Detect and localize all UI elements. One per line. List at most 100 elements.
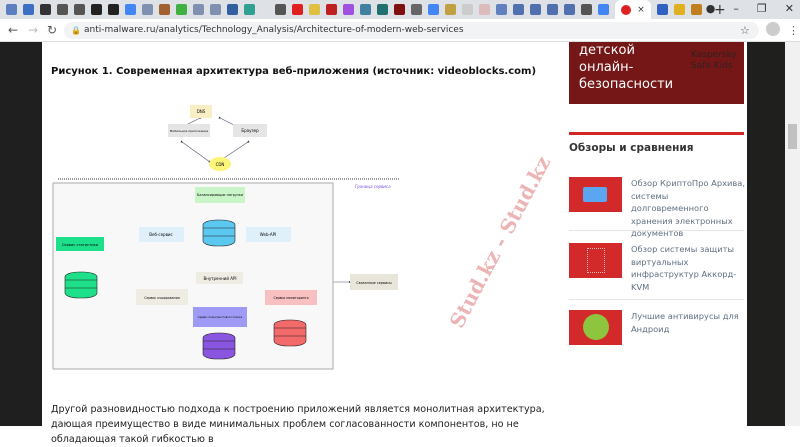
tab[interactable] (691, 4, 702, 15)
tab[interactable] (530, 4, 541, 15)
review-link[interactable]: Обзор системы защиты виртуальных инфраст… (631, 244, 737, 292)
tab[interactable] (343, 4, 354, 15)
search-label: Сервис полнотекстового поиска (198, 315, 243, 319)
review-item[interactable]: Лучшие антивирусы для Андроид (569, 310, 744, 350)
tab[interactable] (275, 4, 286, 15)
monitor-box (265, 290, 317, 305)
review-link[interactable]: Обзор КриптоПро Архива, системы долговре… (631, 178, 745, 238)
tab[interactable] (74, 4, 85, 15)
promo-text: детской онлайн-безопасности (579, 43, 674, 92)
tab[interactable] (547, 4, 558, 15)
tab[interactable] (360, 4, 371, 15)
internal-api-label: Внутренний API (203, 276, 236, 281)
tab[interactable] (411, 4, 422, 15)
database-icon (273, 319, 307, 347)
active-tab[interactable]: × (615, 0, 651, 19)
stats-label: Сервис статистики (62, 243, 99, 247)
scrollbar-thumb[interactable] (788, 124, 797, 149)
browser-label: Браузер (241, 128, 259, 133)
tab-strip: × + (0, 0, 800, 19)
dns-label: DNS (197, 109, 206, 114)
promo-banner[interactable]: детской онлайн-безопасности Kaspersky Sa… (569, 42, 744, 104)
back-icon[interactable]: ← (8, 23, 19, 37)
related-services-box (350, 274, 398, 290)
tab[interactable] (309, 4, 320, 15)
menu-icon[interactable]: ⋮ (788, 23, 799, 37)
tab[interactable] (142, 4, 153, 15)
address-bar-row: ← → ↻ 🔒anti-malware.ru/analytics/Technol… (0, 19, 800, 42)
monitor-label: Сервис мониторинга (273, 296, 308, 300)
tab[interactable] (496, 4, 507, 15)
scrollbar[interactable] (785, 42, 800, 426)
architecture-diagram: DNS Мобильное приложение Браузер CDN Гра… (52, 105, 400, 370)
right-dark-strip (747, 42, 785, 426)
tab[interactable] (125, 4, 136, 15)
review-item[interactable]: Обзор системы защиты виртуальных инфраст… (569, 243, 744, 300)
review-item[interactable]: Обзор КриптоПро Архива, системы долговре… (569, 177, 745, 238)
tab[interactable] (445, 4, 456, 15)
tab[interactable] (57, 4, 68, 15)
new-tab-button[interactable]: + (714, 1, 726, 18)
tab[interactable] (176, 4, 187, 15)
reload-icon[interactable]: ↻ (47, 23, 58, 37)
tab[interactable] (244, 4, 255, 15)
forward-icon[interactable]: → (28, 23, 39, 37)
database-icon (202, 219, 236, 247)
reviews-heading: Обзоры и сравнения (569, 142, 694, 154)
minimize-icon[interactable]: – (733, 2, 739, 15)
tab[interactable] (292, 4, 303, 15)
profile-menu-icon[interactable]: ● (705, 2, 716, 15)
web-service-label: Веб-сервис (149, 232, 172, 237)
tab[interactable] (210, 4, 221, 15)
promo-brand: Kaspersky Safe Kids (691, 50, 737, 71)
tab[interactable] (108, 4, 119, 15)
database-icon (202, 332, 236, 360)
related-label: Связанные сервисы (356, 281, 392, 285)
article-paragraph: Другой разновидностью подхода к построен… (51, 404, 545, 445)
cdn-cloud (209, 157, 231, 171)
tab[interactable] (159, 4, 170, 15)
tab[interactable] (23, 4, 34, 15)
tab[interactable] (326, 4, 337, 15)
tab[interactable] (40, 4, 51, 15)
figure-caption: Рисунок 1. Современная архитектура веб-п… (51, 66, 537, 77)
tab[interactable] (581, 4, 592, 15)
internal-api-box (196, 272, 243, 284)
tab[interactable] (462, 4, 473, 15)
tab[interactable] (227, 4, 238, 15)
bookmark-star-icon[interactable]: ☆ (740, 24, 750, 37)
dns-box (190, 105, 212, 118)
mobile-label: Мобильное приложение (170, 129, 209, 133)
profile-avatar-icon[interactable] (766, 22, 780, 36)
tab[interactable] (91, 4, 102, 15)
tab[interactable] (513, 4, 524, 15)
tab[interactable] (193, 4, 204, 15)
close-window-icon[interactable]: ✕ (784, 2, 794, 15)
tab[interactable] (564, 4, 575, 15)
tab[interactable] (674, 4, 685, 15)
left-dark-strip (0, 42, 42, 426)
lb-box (195, 187, 245, 203)
folder-icon[interactable] (569, 177, 622, 212)
review-link[interactable]: Лучшие антивирусы для Андроид (631, 311, 739, 334)
tab[interactable] (377, 4, 388, 15)
browser-box (233, 124, 267, 137)
web-api-label: Web-API (260, 232, 276, 237)
mobile-app-box (168, 124, 210, 137)
emblem-icon[interactable] (569, 243, 622, 278)
url-text: anti-malware.ru/analytics/Technology_Ana… (84, 25, 464, 35)
url-input[interactable]: 🔒anti-malware.ru/analytics/Technology_An… (64, 22, 759, 39)
android-icon[interactable] (569, 310, 622, 345)
tab[interactable] (598, 4, 609, 15)
lock-icon: 🔒 (71, 26, 81, 35)
tab[interactable] (479, 4, 490, 15)
close-tab-icon[interactable]: × (637, 4, 645, 15)
lb-label: Балансировщик нагрузки (197, 193, 243, 197)
restore-icon[interactable]: ❐ (756, 2, 767, 15)
tab[interactable] (394, 4, 405, 15)
tab[interactable] (6, 4, 17, 15)
search-box (193, 307, 247, 327)
tab[interactable] (428, 4, 439, 15)
tab[interactable] (657, 4, 668, 15)
favicon-icon (621, 4, 632, 15)
